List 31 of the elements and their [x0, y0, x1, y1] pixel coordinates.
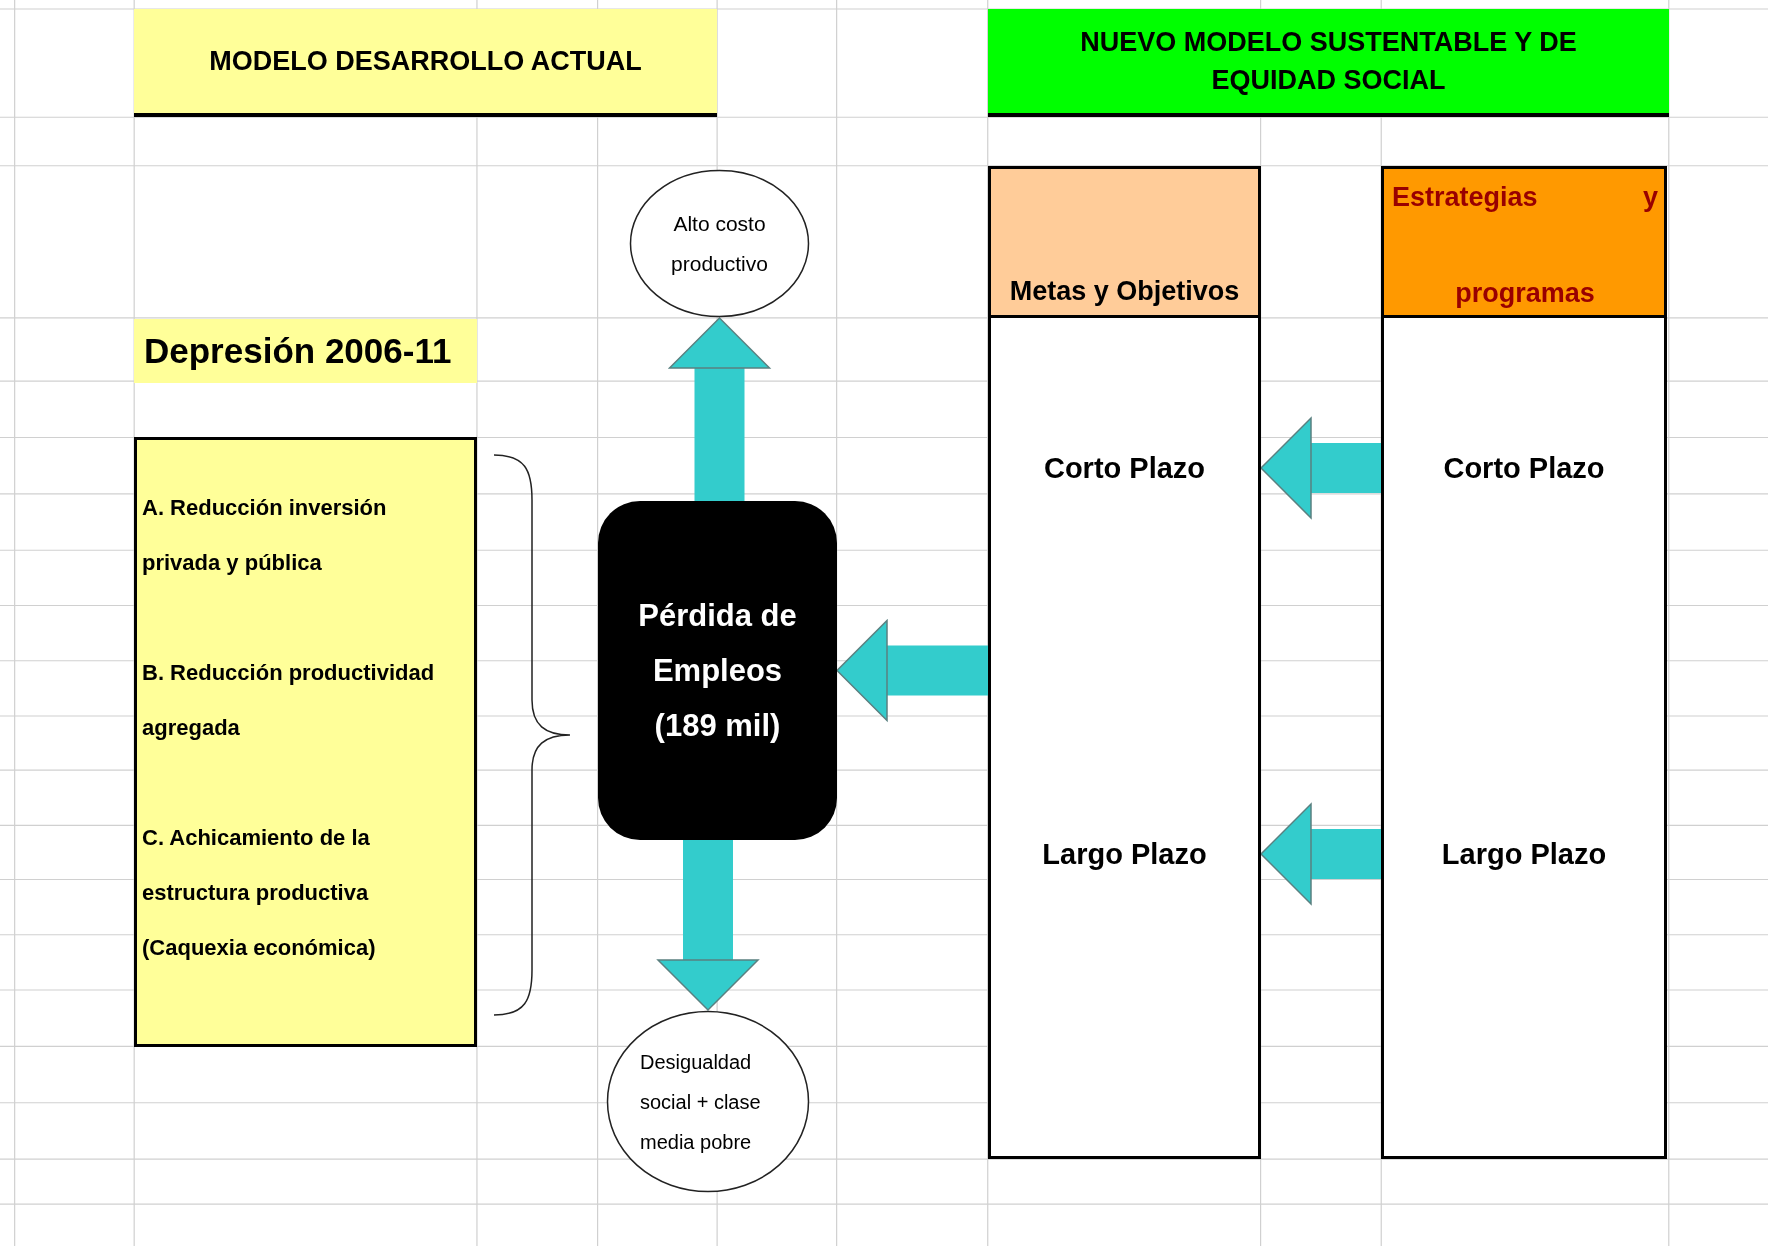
section-title: NUEVO MODELO SUSTENTABLE Y DE EQUIDAD SOCIAL [1079, 26, 1578, 97]
block-arrow [657, 840, 759, 1011]
cause-text: C. Achicamiento de la estructura productiva (Caquexia económica) [142, 824, 377, 962]
cause-text: B. Reducción productividad agregada [142, 659, 436, 742]
block-arrow [836, 619, 988, 722]
ellipse-label: Alto costo productivo [670, 210, 769, 277]
ellipse-node [606, 1010, 810, 1193]
ellipse-node [629, 169, 810, 318]
block-arrow [1260, 803, 1381, 905]
block-arrow [668, 317, 771, 501]
title-band [988, 9, 1669, 117]
header-band [988, 166, 1261, 318]
heading-band [134, 319, 477, 383]
period-label: Corto Plazo [988, 438, 1261, 498]
cause-text: A. Reducción inversión privada y pública [142, 494, 388, 577]
column-box [1381, 318, 1667, 1159]
column-box [988, 318, 1261, 1159]
heading-text: Depresión 2006-11 [144, 331, 452, 371]
cause-box [134, 437, 477, 1047]
header-band [1381, 166, 1667, 318]
title-band [134, 9, 717, 117]
rounded-box [598, 501, 837, 840]
column-header: Estrategias y programas [1392, 181, 1658, 310]
box-label: Pérdida de Empleos (189 mil) [637, 597, 798, 745]
period-label: Largo Plazo [1381, 824, 1667, 884]
block-arrow [1260, 417, 1381, 519]
period-label: Corto Plazo [1381, 438, 1667, 498]
section-title: MODELO DESARROLLO ACTUAL [208, 45, 643, 78]
ellipse-label: Desigualdad social + clase media pobre [639, 1049, 762, 1155]
column-header: Metas y Objetivos [1009, 276, 1240, 307]
period-label: Largo Plazo [988, 824, 1261, 884]
